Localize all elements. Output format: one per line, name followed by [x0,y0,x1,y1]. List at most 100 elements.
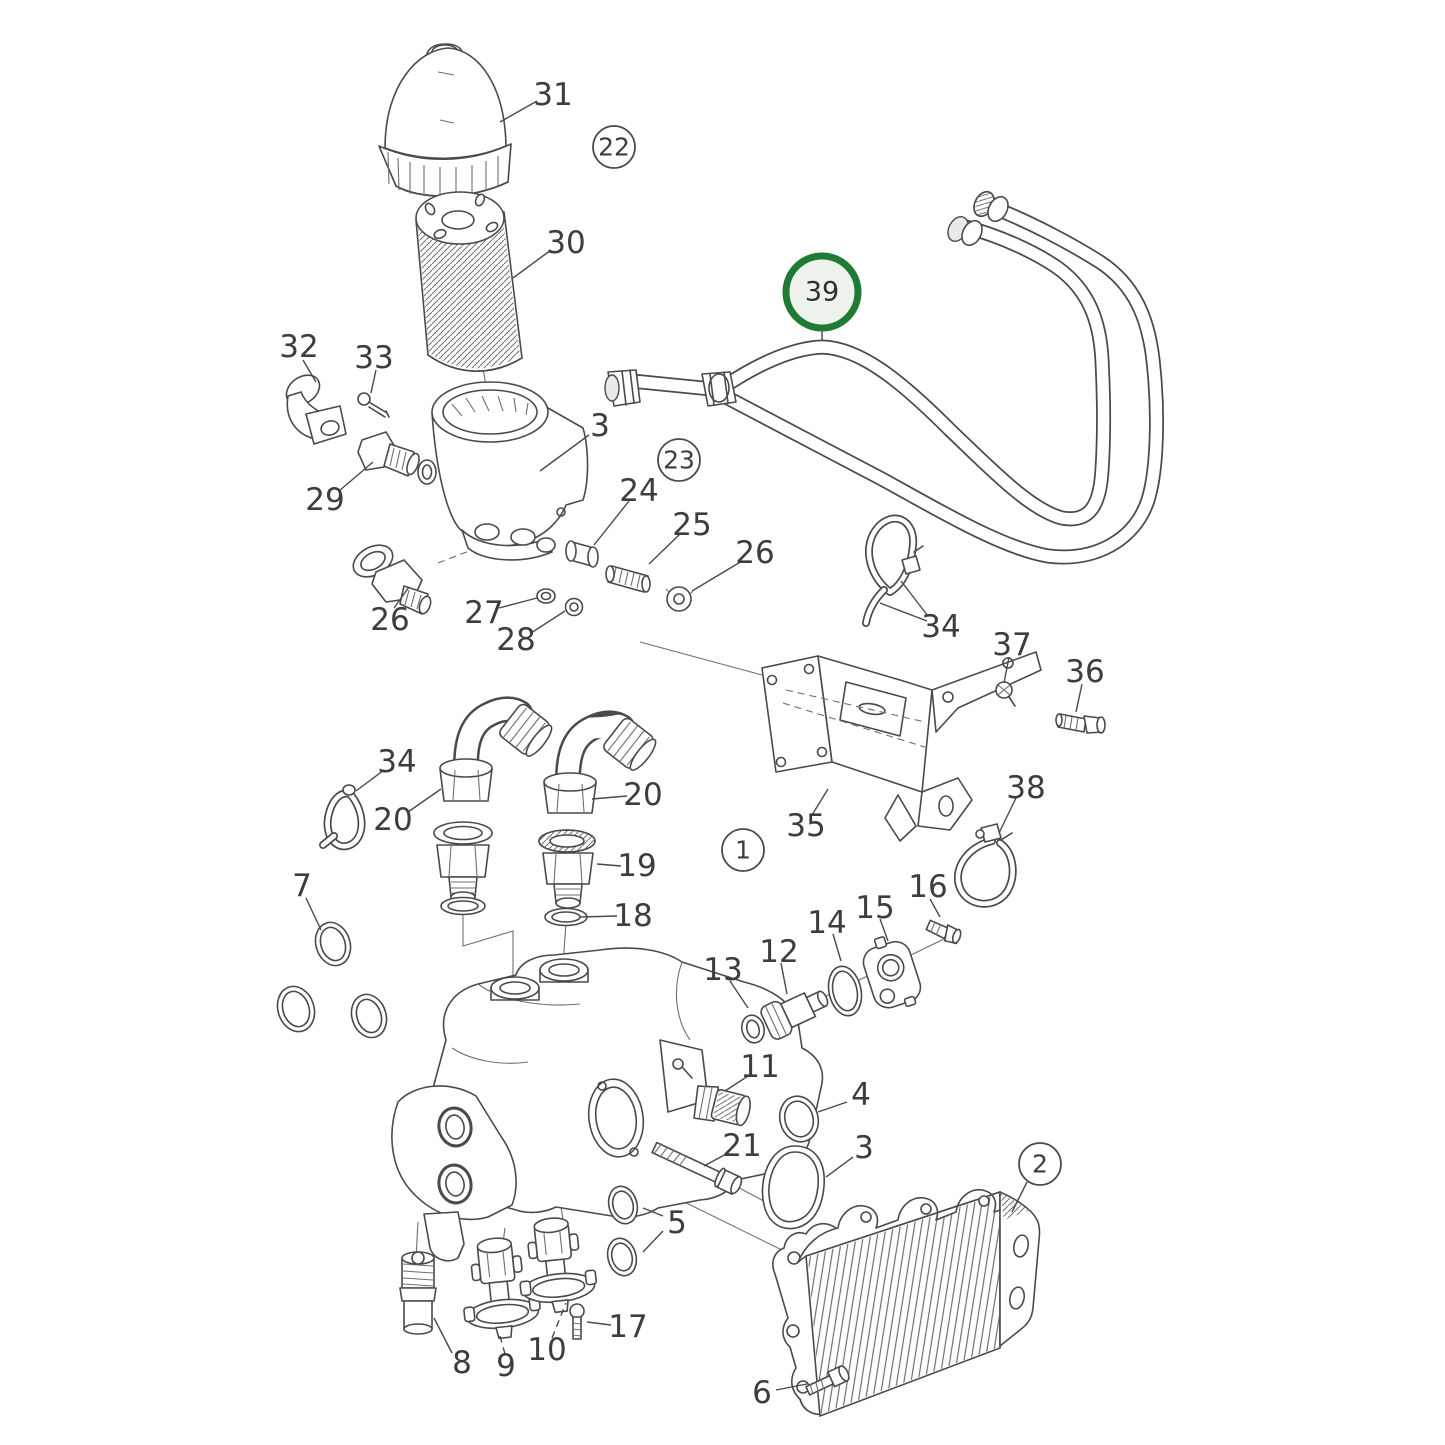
part-number-text: 6 [752,1375,772,1411]
bolt-21 [651,1141,743,1195]
part-number-text: 8 [452,1345,472,1381]
part-number-text: 1 [735,836,751,865]
part-number-text: 27 [464,595,503,631]
part-label-31: 31 [533,77,572,113]
leader-line-5 [642,1230,664,1253]
leader-line-30 [512,249,552,279]
callout-circle [657,438,701,482]
part-callout-22[interactable]: 22 [592,125,636,169]
o-ring-14 [827,965,863,1017]
part-number-text: 9 [496,1348,516,1384]
valve-10 [519,1217,598,1314]
part-number-text: 20 [373,802,412,838]
part-number-text: 26 [370,602,409,638]
leader-line-38 [998,797,1017,834]
leader-line-20a [407,788,442,813]
part-label-18: 18 [613,898,652,934]
o-ring-18-left [440,896,486,916]
hose-coupling-nut [701,371,737,407]
part-label-12: 12 [759,934,798,970]
highlight-circle [782,252,862,332]
part-label-4: 4 [851,1077,871,1113]
leader-line-3a [539,434,590,472]
leader-line-28 [530,610,566,634]
bolt-17 [569,1303,585,1340]
leader-line-26b [691,560,743,592]
oil-cooler [772,1188,1041,1418]
part-label-9: 9 [496,1348,516,1384]
leader-line-17 [586,1321,612,1326]
leader-line-2 [1011,1181,1028,1213]
part-label-20b: 20 [623,777,662,813]
part-callout-39[interactable]: 39 [782,252,862,332]
small-bolt-33 [357,392,390,418]
part-label-19: 19 [617,848,656,884]
part-label-36: 36 [1065,654,1104,690]
part-number-text: 36 [1065,654,1104,690]
oil-hose-pair [604,190,1164,565]
leader-line-24 [593,500,630,546]
leader-line-12 [780,962,788,995]
callout-circle [721,828,765,872]
part-number-text: 33 [354,340,393,376]
part-number-text: 10 [527,1332,566,1368]
part-number-text: 18 [613,898,652,934]
leader-line-6 [775,1383,808,1391]
part-label-20a: 20 [373,802,412,838]
threaded-stud-25 [605,565,651,593]
part-number-text: 24 [619,473,658,509]
part-number-text: 17 [608,1309,647,1345]
part-number-text: 5 [667,1205,687,1241]
part-callout-2[interactable]: 2 [1018,1142,1062,1186]
o-ring-7-a [314,921,352,967]
part-number-text: 32 [279,329,318,365]
part-label-32: 32 [279,329,318,365]
leader-line-37 [1003,656,1010,684]
part-label-21: 21 [722,1128,761,1164]
leader-line-18 [579,915,618,918]
o-ring-4 [778,1095,820,1143]
leader-lines-layer [302,100,1083,1391]
leader-line-34b [879,602,928,622]
o-ring-5-b [606,1237,638,1277]
part-callout-1[interactable]: 1 [721,828,765,872]
part-label-34a: 34 [377,744,416,780]
part-number-text: 22 [598,133,630,162]
part-number-text: 19 [617,848,656,884]
leader-line-9 [499,1335,506,1355]
part-label-14: 14 [807,905,846,941]
part-number-text: 23 [663,446,695,475]
leader-line-19 [596,863,622,867]
leader-line-31 [499,100,538,123]
part-label-24: 24 [619,473,658,509]
leader-line-35 [811,788,829,816]
part-number-text: 20 [623,777,662,813]
leader-line-20b [591,795,628,800]
gasket-3 [761,1145,825,1230]
part-label-11: 11 [740,1049,779,1085]
o-ring-5-a [607,1185,639,1225]
part-label-30: 30 [546,225,585,261]
o-ring-7-c [350,993,388,1039]
part-label-25: 25 [672,507,711,543]
part-label-29: 29 [305,482,344,518]
leader-line-27 [498,597,538,609]
seal-ring-27 [536,588,556,604]
part-label-3b: 3 [854,1130,874,1166]
part-number-text: 12 [759,934,798,970]
part-number-text: 35 [786,808,825,844]
leader-line-15 [879,918,889,942]
part-label-38: 38 [1006,770,1045,806]
part-callout-23[interactable]: 23 [657,438,701,482]
banjo-elbow-fitting [285,374,347,445]
part-label-26b: 26 [735,535,774,571]
elbow-union-left [439,696,553,802]
bolt-37 [995,681,1016,707]
threaded-fitting-26-left [352,544,432,615]
part-label-3a: 3 [590,408,610,444]
part-number-text: 39 [805,277,839,308]
callout-circle [1018,1142,1062,1186]
leader-line-3b [825,1156,854,1178]
union-fitting-left [433,821,493,903]
part-label-5: 5 [667,1205,687,1241]
